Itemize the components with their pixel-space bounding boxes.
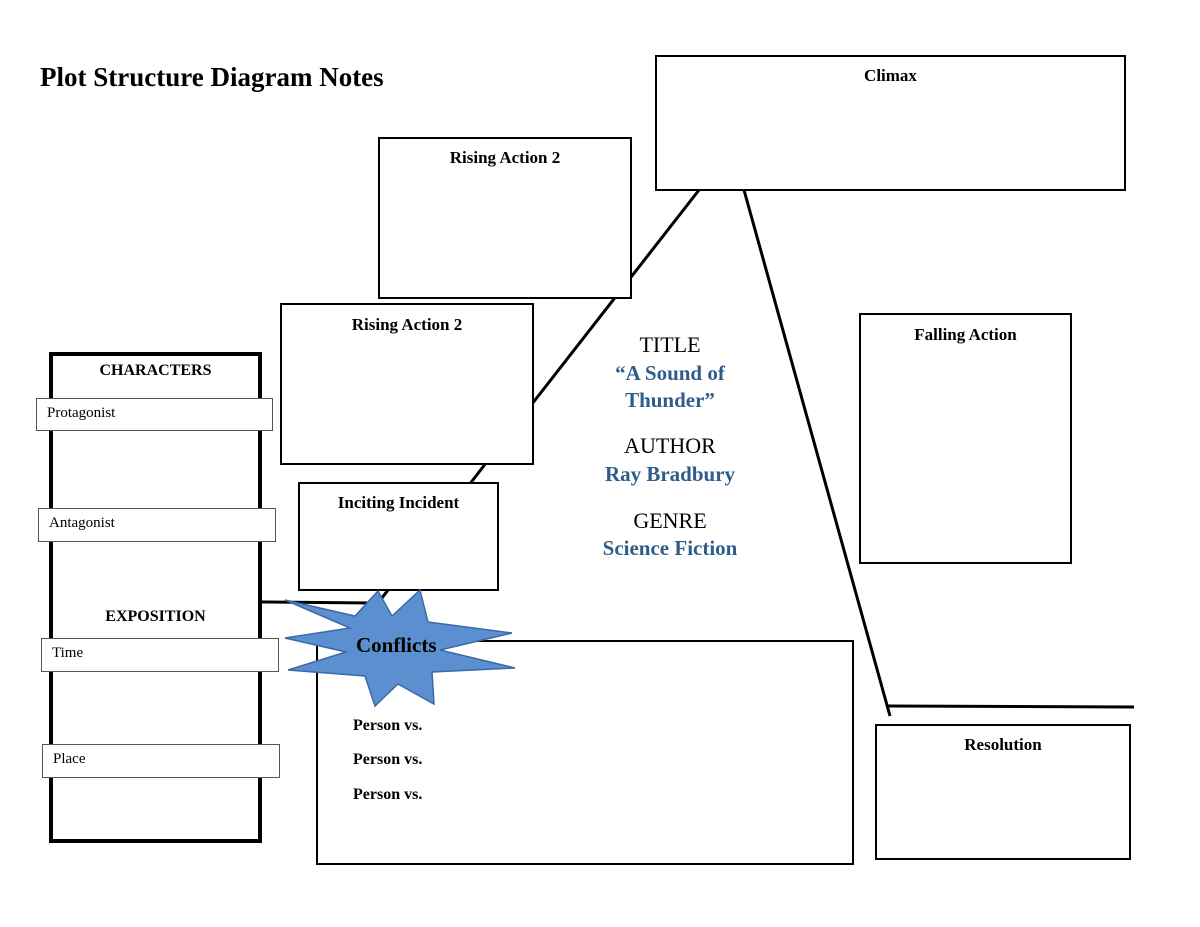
author-label: AUTHOR xyxy=(624,433,716,458)
falling-action-box[interactable]: Falling Action xyxy=(859,313,1072,564)
characters-heading: CHARACTERS xyxy=(99,362,212,379)
conflicts-label: Conflicts xyxy=(356,633,437,657)
rising-action-lower-box[interactable]: Rising Action 2 xyxy=(280,303,534,465)
resolution-box[interactable]: Resolution xyxy=(875,724,1131,860)
conflicts-star-icon xyxy=(284,588,516,708)
antagonist-field[interactable]: Antagonist xyxy=(38,508,276,542)
page-title: Plot Structure Diagram Notes xyxy=(40,62,384,92)
climax-title: Climax xyxy=(864,66,917,85)
time-field[interactable]: Time xyxy=(41,638,279,672)
title-line-2: Thunder” xyxy=(625,388,715,412)
rising-action-upper-title: Rising Action 2 xyxy=(449,148,561,167)
place-field[interactable]: Place xyxy=(42,744,280,778)
exposition-heading: EXPOSITION xyxy=(105,608,206,625)
genre-value: Science Fiction xyxy=(602,536,738,560)
protagonist-field[interactable]: Protagonist xyxy=(36,398,273,431)
title-label: TITLE xyxy=(639,332,701,357)
resolution-title: Resolution xyxy=(964,735,1042,754)
rising-action-upper-box[interactable]: Rising Action 2 xyxy=(378,137,632,299)
resolution-baseline xyxy=(887,704,1135,709)
falling-action-title: Falling Action xyxy=(914,325,1017,344)
falling-line xyxy=(742,189,892,717)
inciting-incident-box[interactable]: Inciting Incident xyxy=(298,482,499,591)
conflict-line-1: Person vs. xyxy=(353,717,423,734)
title-line-1: “A Sound of xyxy=(615,361,725,385)
climax-box[interactable]: Climax xyxy=(655,55,1126,191)
genre-label: GENRE xyxy=(633,508,707,533)
author-value: Ray Bradbury xyxy=(604,462,736,486)
rising-action-lower-title: Rising Action 2 xyxy=(351,315,463,334)
inciting-incident-title: Inciting Incident xyxy=(337,493,460,512)
conflict-line-3: Person vs. xyxy=(353,786,423,803)
conflict-line-2: Person vs. xyxy=(353,751,423,768)
